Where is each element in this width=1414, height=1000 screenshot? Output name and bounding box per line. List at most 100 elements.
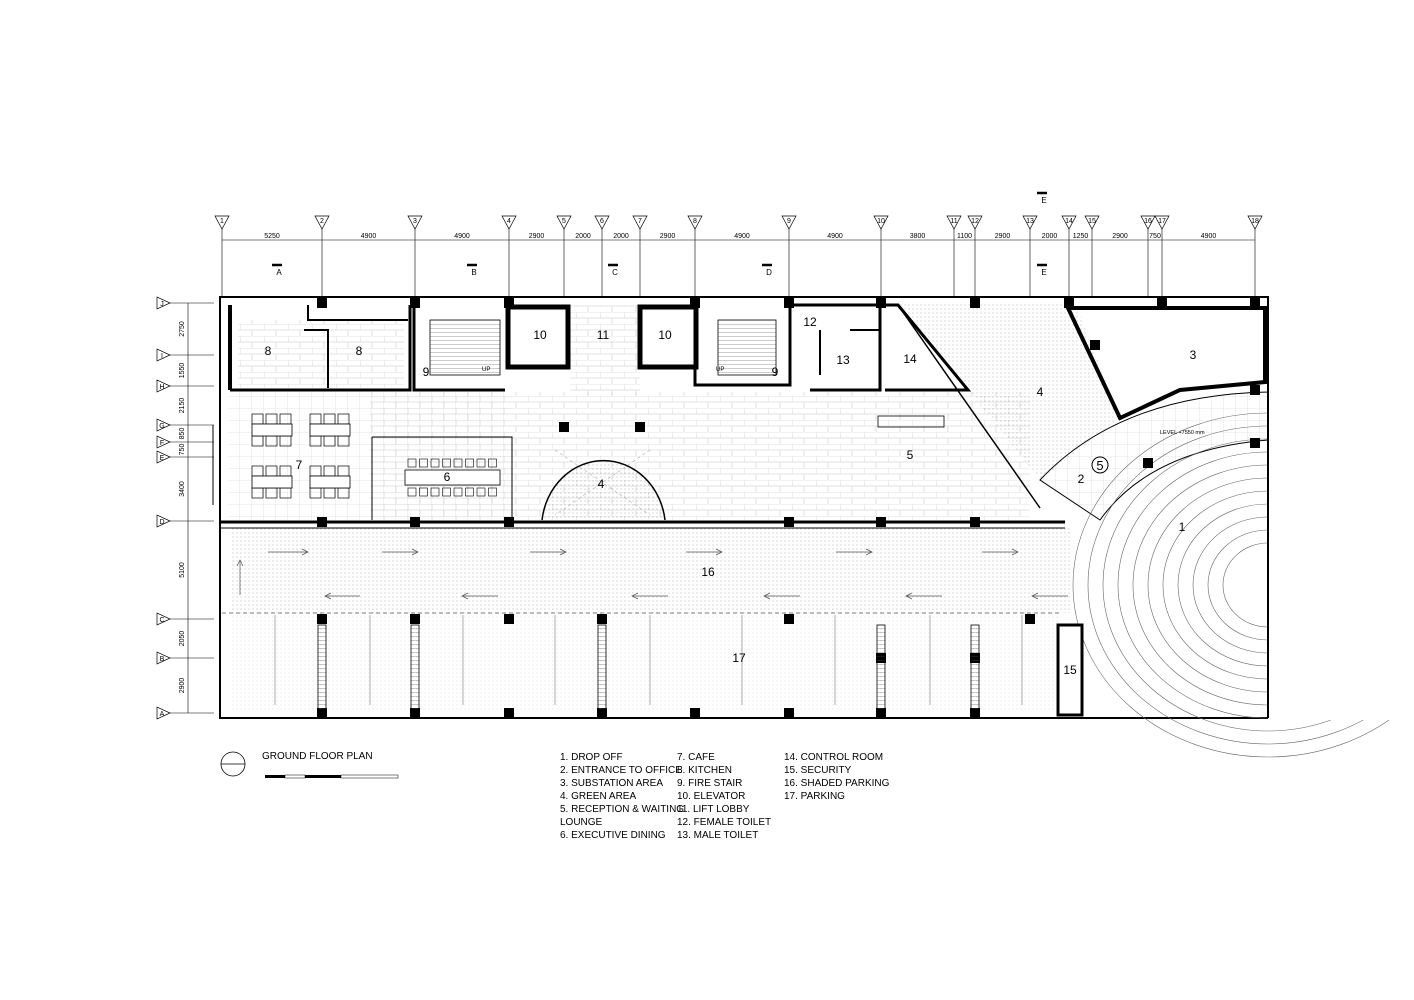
dining-chair	[419, 458, 428, 468]
grid-col-label: 12	[971, 218, 979, 225]
column-dimension: 2000	[1042, 233, 1058, 240]
room-number: 11	[597, 328, 610, 342]
dining-chair	[476, 458, 486, 468]
parking-pier	[876, 624, 886, 711]
grid-bubble-col: 10	[873, 215, 889, 230]
legend-item: 3. SUBSTATION AREA	[560, 778, 663, 789]
legend-item: 6. EXECUTIVE DINING	[560, 830, 666, 841]
structural-column	[784, 614, 794, 624]
legend-item: 1. DROP OFF	[560, 752, 623, 763]
grid-bubble-row: I	[156, 348, 171, 362]
dining-chair	[453, 487, 463, 497]
grid-row-label: A	[160, 711, 165, 718]
room-number: 13	[836, 353, 850, 367]
kitchen-divider	[304, 305, 408, 388]
lift-lobby-floor	[570, 305, 640, 395]
grid-bubble-col: 13	[1022, 215, 1038, 230]
grid-col-label: 7	[638, 218, 642, 225]
column-dimension: 2900	[995, 233, 1011, 240]
dining-chair	[407, 458, 417, 468]
section-label: C	[612, 268, 618, 277]
grid-col-label: 4	[507, 218, 511, 225]
structural-column	[1064, 298, 1074, 308]
grid-bubble-marker	[1022, 215, 1038, 230]
legend-item: 17. PARKING	[784, 791, 845, 802]
legend-item: 13. MALE TOILET	[677, 830, 759, 841]
grid-bubble-col: 12	[967, 215, 983, 230]
structural-column	[784, 298, 794, 308]
structural-column	[876, 298, 886, 308]
section-label: D	[766, 268, 772, 277]
elevator-east	[637, 304, 699, 370]
level-label: LEVEL +7550 mm	[1160, 430, 1205, 436]
column-dimension: 2900	[1112, 233, 1128, 240]
grid-row-label: C	[159, 617, 164, 624]
grid-bubble-col: 11	[946, 215, 962, 230]
traffic-arrow-head	[411, 548, 419, 556]
dining-chair	[453, 458, 463, 468]
legend-item: 4. GREEN AREA	[560, 791, 637, 802]
cafe-table	[309, 423, 351, 437]
dining-chair	[488, 487, 497, 497]
structural-column	[1250, 438, 1260, 448]
dining-chair	[476, 487, 486, 497]
substation-wall	[1064, 306, 1267, 421]
legend-item: 14. CONTROL ROOM	[784, 752, 884, 763]
grid-bubble-col: 14	[1061, 215, 1077, 230]
structural-column	[784, 708, 794, 718]
structural-column	[1250, 385, 1260, 395]
dining-chair	[465, 458, 474, 468]
parking-pier	[597, 624, 607, 711]
cafe-table	[309, 475, 351, 489]
grid-bubble-marker	[1084, 215, 1100, 230]
row-dimension: 2050	[179, 631, 186, 647]
plan-title: GROUND FLOOR PLAN	[262, 751, 373, 762]
room-number: 6	[444, 470, 451, 484]
traffic-arrow-head	[236, 559, 244, 567]
dining-chair	[407, 487, 417, 497]
grid-bubble-marker	[556, 215, 572, 230]
legend-item: 15. SECURITY	[784, 765, 852, 776]
grid-bubble-marker	[314, 215, 330, 230]
dining-chair	[465, 487, 474, 497]
grid-col-label: 3	[413, 218, 417, 225]
row-dimension: 2750	[179, 321, 186, 337]
column-dimension: 4900	[827, 233, 843, 240]
room-number: 9	[772, 365, 779, 379]
legend-col-2: 7. CAFE 8. KITCHEN 9. FIRE STAIR 10. ELE…	[677, 751, 771, 842]
grid-col-label: 15	[1088, 218, 1096, 225]
grid-row-label: H	[159, 384, 164, 391]
grid-bubble-row: G	[156, 418, 171, 432]
security-booth	[1056, 623, 1084, 717]
kitchen-walls	[230, 305, 412, 392]
legend-col-3: 14. CONTROL ROOM 15. SECURITY 16. SHADED…	[784, 751, 889, 803]
room-number: 16	[701, 565, 715, 579]
legend-item: 5. RECEPTION & WAITING	[560, 804, 685, 815]
scale-seg-4	[340, 774, 399, 779]
room-number: 5	[907, 448, 914, 462]
legend-item: 8. KITCHEN	[677, 765, 733, 776]
structural-column	[1025, 614, 1035, 624]
dining-chair	[442, 458, 451, 468]
toilet-block	[790, 303, 882, 392]
grid-bubble-row: B	[156, 651, 171, 665]
grid-bubble-row: E	[156, 450, 171, 464]
traffic-arrow-head	[631, 592, 639, 600]
traffic-arrow-head	[1011, 548, 1019, 556]
reception-diag	[897, 304, 1041, 509]
structural-column	[410, 708, 420, 718]
section-label: E	[1041, 196, 1046, 205]
grid-bubble-row: H	[156, 379, 171, 393]
grid-col-label: 13	[1026, 218, 1034, 225]
legend-item: LOUNGE	[560, 817, 603, 828]
grid-row-label: F	[160, 440, 164, 447]
cafe-table	[251, 423, 293, 437]
drop-off-mask	[1268, 380, 1414, 720]
parking-stalls	[222, 612, 1060, 711]
grid-bubble-marker	[156, 514, 171, 528]
grid-row-label: D	[159, 519, 164, 526]
grid-bubble-row: F	[156, 435, 171, 449]
structural-column	[690, 298, 700, 308]
room-number: 12	[803, 315, 817, 329]
